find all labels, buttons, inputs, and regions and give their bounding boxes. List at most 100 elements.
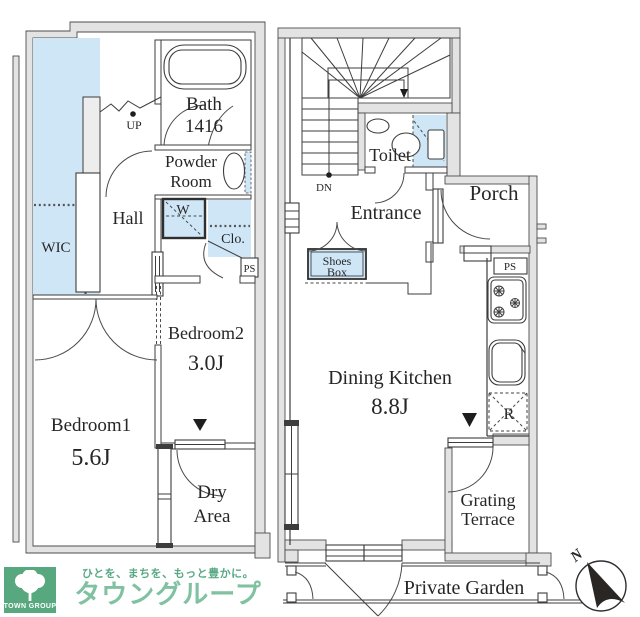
stove-burners [493,285,520,318]
stair-east-wall [451,37,461,114]
gate-post [537,565,548,576]
compass-north-label: N [567,546,587,567]
window-cap [156,543,173,548]
porch-label: Porch [470,181,519,205]
powder-window [244,151,252,194]
stair-flight [301,97,359,176]
toilet-sink [366,118,390,134]
garden-door-leaf [324,562,379,617]
town-group-logo-square: TOWN GROUP [4,567,56,613]
grating-terrace-label-2: Terrace [461,509,515,529]
dry-area-label-1: Dry [197,482,227,503]
wic-closet-unit [75,172,101,293]
toilet-door-arc [374,172,405,204]
right-unit-north-wall [277,27,461,39]
bath-tub-inner [168,49,242,85]
shoes-door-arc-left [307,221,338,252]
bath-powder-wall [154,144,252,151]
shoes-box-label-1: Shoes [323,254,352,268]
east-wall-tick [536,223,547,230]
dry-door-arc [176,449,224,497]
powder-door-arc [105,150,153,198]
hall-east-wall [154,198,162,254]
town-group-caption: TOWN GROUP [3,603,57,610]
front-door-arc [440,189,491,240]
tree-icon [15,570,45,601]
dn-marker-dot [326,172,332,178]
neighbour-wall [12,55,20,543]
right-unit-west-wall [277,37,286,563]
bath-door-arc-2 [207,105,234,148]
washer-diagonal [165,201,203,237]
dry-area-label-2: Area [194,506,231,527]
gate-post [286,592,297,603]
terrace-door-arc [447,446,494,493]
shoes-door-arc-right [336,221,368,252]
dn-label: DN [316,182,332,194]
pipe-space-box-right [493,257,528,275]
bath-door-arc [163,104,207,148]
dk-south-wall-left [284,539,327,551]
wic-wall-stub [82,96,101,174]
terrace-west-wall [444,447,453,557]
compass: N [567,546,627,612]
washer-label: W [176,203,190,218]
stair-landing [327,67,409,99]
window-cap [284,524,299,530]
logo-brand-name: タウングループ [74,579,262,609]
logo-tagline: ひとを、まちを、もっと豊かに。 [81,568,255,580]
bath-size-label: 1416 [185,116,223,137]
door-marker-triangle [462,413,477,427]
stair-arrowhead [400,89,408,98]
closet-area [208,200,251,257]
refrigerator-label: R [504,406,515,423]
dining-kitchen-label: Dining Kitchen [328,367,452,389]
gate-arc-right [545,571,565,600]
toilet-bowl [391,132,421,158]
wic-label: WIC [41,240,70,256]
gate-post [537,592,548,603]
powder-sink [222,152,246,190]
closet-door-arc [203,242,224,279]
refrigerator-box [488,392,528,432]
logo-text-block: ひとを、まちを、もっと豊かに。 タウングループ [68,565,268,608]
pipe-space-label-right: PS [504,261,516,273]
kitchen-sink-inner [491,342,523,383]
dk-sw-corner [284,549,299,563]
stair-path-arrow [328,79,405,175]
closet-label: Clo. [221,232,245,247]
dk-south-wall-right [401,539,453,551]
toilet-east-wall [446,112,461,179]
toilet-south-stub [364,166,376,174]
porch-south-wall [459,245,531,254]
closet-door-leaf [207,240,243,259]
bedroom1-door-arc-right [95,298,158,361]
private-garden-label: Private Garden [404,577,525,599]
toilet-south-wall [404,166,448,174]
stair-toilet-wall [357,102,453,114]
porch-wall-upper [425,172,434,191]
toilet-tank [427,129,445,160]
private-garden-boundary [283,562,608,604]
up-label: UP [126,118,142,132]
staircase [301,37,451,178]
gate-arc-left [294,571,314,600]
powder-room-label-2: Room [170,172,212,191]
gate-post [286,565,297,576]
bedroom1-label: Bedroom1 [51,415,131,436]
hall-bath-wall [154,39,162,105]
toilet-label: Toilet [369,145,411,165]
powder-room-label-1: Powder [165,152,217,171]
window-cap [156,444,173,449]
door-marker-triangle [193,419,207,431]
garden-door-arc [377,562,403,617]
bedroom2-size-label: 3.0J [188,350,225,375]
left-unit-floorplan: Bath 1416 Powder Room W Hall Clo. PS UP … [12,21,271,559]
shoes-box-inner [310,251,364,277]
right-unit-east-wall [528,175,538,561]
terrace-south-wall [444,552,538,562]
toilet-west-wall [357,112,366,171]
entrance-window [284,202,300,234]
